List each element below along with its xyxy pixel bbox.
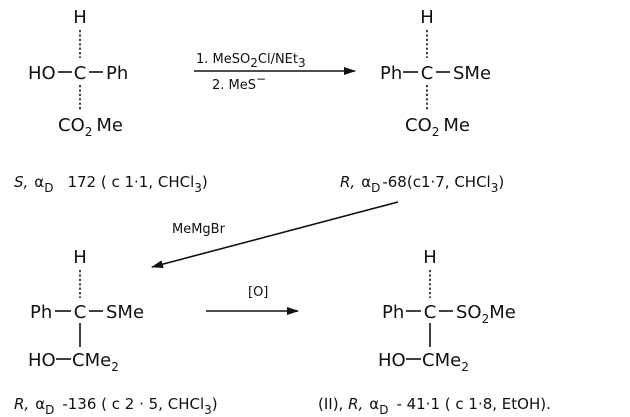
c2-left-group: Ph — [380, 63, 402, 84]
compound2-rotation-caption: R,αD-68(c1·7, CHCl3) — [340, 173, 504, 195]
c1-h-atom: H — [73, 7, 87, 28]
c3-right-group: SMe — [106, 302, 144, 323]
step2-reagent: MeMgBr — [172, 222, 226, 237]
c3-hydroxyl: HO — [28, 350, 56, 371]
step-2: MeMgBr — [151, 201, 399, 269]
c3-h-atom: H — [73, 247, 87, 268]
compound-3-structure: H Ph C SMe HO CMe2 — [28, 247, 144, 374]
c2-center-carbon: C — [421, 63, 434, 84]
c4-center-carbon: C — [424, 302, 437, 323]
compound3-rotation-caption: R,αD-136 ( c 2 · 5, CHCl3) — [14, 395, 218, 417]
c4-sulfonyl-group: SO2Me — [456, 302, 516, 326]
step-3: [O] — [206, 285, 299, 315]
c3-left-group: Ph — [30, 302, 52, 323]
c4-h-atom: H — [423, 247, 437, 268]
step1-reagent-line2: 2. MeS− — [212, 72, 266, 93]
c4-left-group: Ph — [382, 302, 404, 323]
compound-4-structure: H Ph C SO2Me HO CMe2 — [378, 247, 516, 374]
c1-right-group: Ph — [106, 63, 128, 84]
c1-center-carbon: C — [74, 63, 87, 84]
c3-dimethyl-carbon: CMe2 — [72, 350, 119, 374]
c4-hydroxyl: HO — [378, 350, 406, 371]
c3-center-carbon: C — [74, 302, 87, 323]
step-1: 1. MeSO2Cl/NEt3 2. MeS− — [194, 52, 356, 93]
step3-reagent: [O] — [248, 285, 268, 300]
step2-arrow — [151, 201, 399, 269]
step1-reagent-line1: 1. MeSO2Cl/NEt3 — [196, 52, 306, 70]
c2-h-atom: H — [420, 7, 434, 28]
c1-left-group: HO — [28, 63, 56, 84]
c2-right-group: SMe — [453, 63, 491, 84]
c4-dimethyl-carbon: CMe2 — [422, 350, 469, 374]
compound4-rotation-caption: (II), R,αD- 41·1 ( c 1·8, EtOH). — [318, 395, 551, 417]
